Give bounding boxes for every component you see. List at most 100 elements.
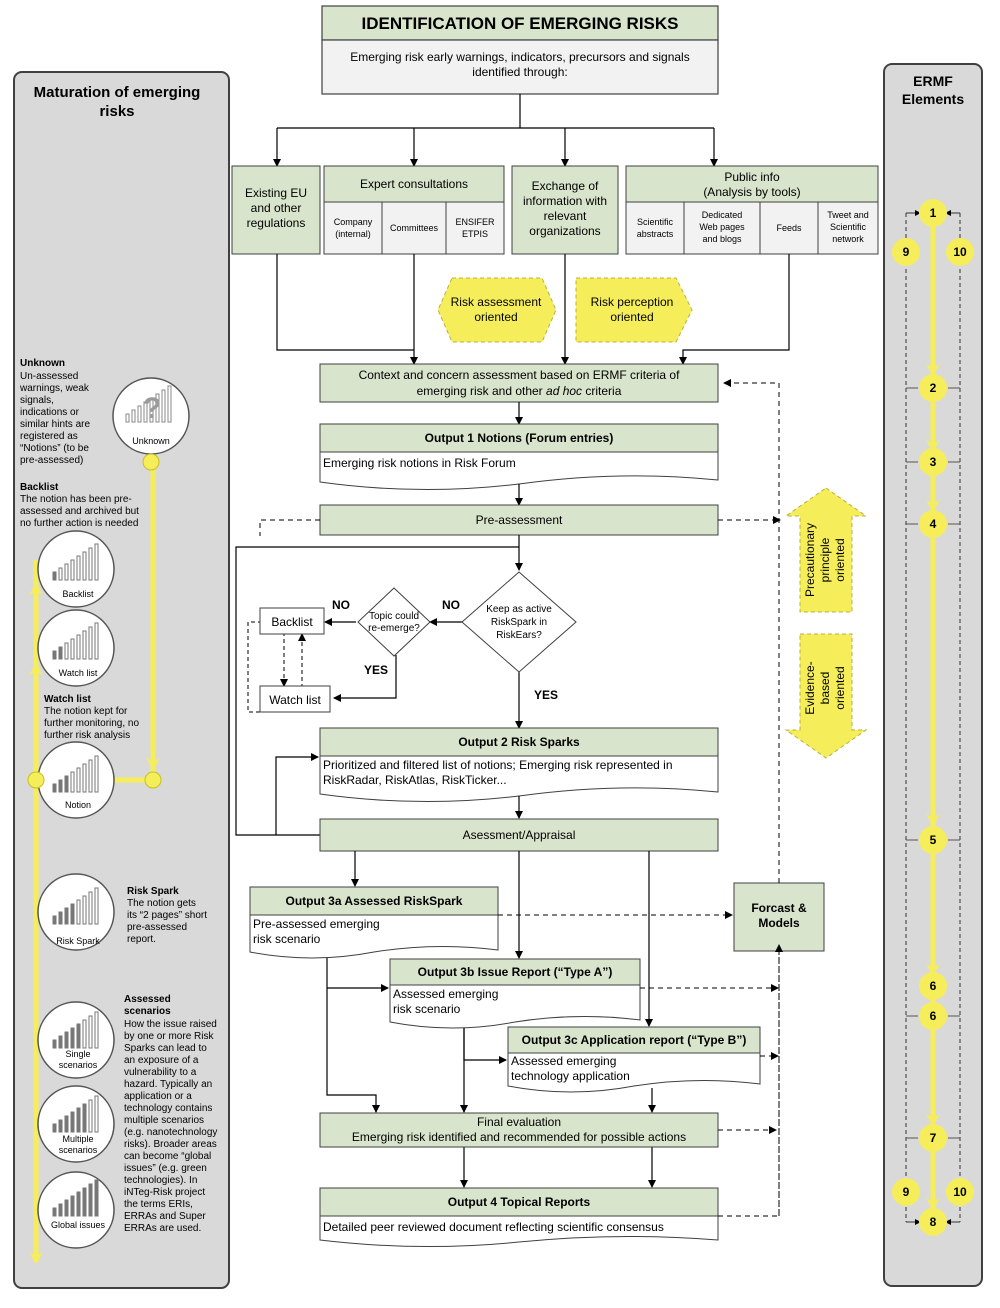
backlist-heading: Backlist	[20, 482, 59, 493]
svg-text:and other: and other	[251, 201, 302, 215]
ermf-node-5: 5	[930, 833, 937, 847]
svg-text:based: based	[818, 672, 832, 705]
assessed-text-0: How the issue raised	[124, 1019, 217, 1030]
left-panel: Maturation of emerging risks ? Unknown	[13, 71, 230, 1289]
assessed-text-1: by one or more Risk	[124, 1031, 214, 1042]
unknown-heading: Unknown	[20, 358, 65, 369]
svg-text:(Analysis by tools): (Analysis by tools)	[703, 185, 800, 199]
output-3b-box: Output 3b Issue Report (“Type A”) Assess…	[389, 958, 641, 1029]
ermf-node-9-bottom: 9	[903, 1185, 910, 1199]
output-2-box: Output 2 Risk Sparks Prioritized and fil…	[319, 727, 719, 803]
feedback-dashed-lines	[498, 379, 783, 1217]
svg-text:regulations: regulations	[247, 216, 306, 230]
ermf-node-6a: 6	[930, 979, 937, 993]
context-assessment-box: Context and concern assessment based on …	[319, 363, 719, 403]
multiple-scenarios-label-1: Multiple	[62, 1134, 93, 1144]
label-yes-1: YES	[364, 663, 388, 677]
svg-text:Expert consultations: Expert consultations	[360, 177, 468, 191]
svg-text:Tweet and: Tweet and	[827, 210, 869, 220]
svg-text:Output 4 Topical Reports: Output 4 Topical Reports	[448, 1195, 591, 1209]
svg-text:Scientific: Scientific	[830, 222, 867, 232]
notion-circle: Notion	[27, 741, 162, 819]
global-issues-label: Global issues	[51, 1220, 106, 1230]
final-evaluation-box: Final evaluation Emerging risk identifie…	[319, 1112, 719, 1148]
svg-text:Detailed peer reviewed documen: Detailed peer reviewed document reflecti…	[323, 1220, 664, 1234]
svg-text:risk scenario: risk scenario	[393, 1002, 461, 1016]
notion-circle-label: Notion	[65, 800, 91, 810]
unknown-circle-label: Unknown	[132, 436, 170, 446]
unknown-text-4: similar hints are	[20, 419, 90, 430]
assessed-text-11: can become “global	[124, 1151, 211, 1162]
label-no-2: NO	[332, 598, 350, 612]
svg-text:ENSIFER: ENSIFER	[455, 217, 495, 227]
svg-text:RiskSpark in: RiskSpark in	[491, 617, 547, 628]
assessed-text-5: hazard. Typically an	[124, 1079, 212, 1090]
svg-text:technology application: technology application	[511, 1069, 630, 1083]
watchlist-circle: Watch list	[37, 609, 115, 687]
single-scenarios-label-1: Single	[65, 1049, 90, 1059]
unknown-text-2: signals,	[20, 395, 54, 406]
label-yes-2: YES	[534, 688, 558, 702]
svg-text:Assessed emerging: Assessed emerging	[393, 987, 498, 1001]
svg-text:Scientific: Scientific	[637, 217, 674, 227]
backlist-box: Backlist	[259, 607, 325, 635]
risk-spark-text-2: pre-assessed	[127, 922, 187, 933]
ermf-node-10-bottom: 10	[953, 1185, 967, 1199]
svg-text:Risk assessment: Risk assessment	[451, 295, 542, 309]
assessed-heading-2: scenarios	[124, 1006, 171, 1017]
svg-text:Watch list: Watch list	[269, 693, 321, 707]
svg-text:Context and concern assessment: Context and concern assessment based on …	[359, 368, 680, 382]
keep-active-decision: Keep as active RiskSpark in RiskEars?	[461, 571, 577, 673]
risk-spark-circle-label: Risk Spark	[56, 936, 100, 946]
watchlist-text-1: further monitoring, no	[44, 718, 139, 729]
unknown-text-0: Un-assessed	[20, 371, 78, 382]
svg-text:Asessment/Appraisal: Asessment/Appraisal	[463, 828, 576, 842]
single-scenarios-label-2: scenarios	[59, 1060, 98, 1070]
svg-text:Topic could: Topic could	[369, 611, 419, 622]
svg-text:Pre-assessed emerging: Pre-assessed emerging	[253, 917, 380, 931]
unknown-circle: ? Unknown	[112, 377, 190, 471]
backlist-circle-label: Backlist	[62, 589, 94, 599]
assessed-text-13: technologies). In	[124, 1175, 197, 1186]
svg-text:risk scenario: risk scenario	[253, 932, 321, 946]
multiple-scenarios-circle: Multiple scenarios	[37, 1085, 115, 1163]
svg-text:Prioritized and filtered list: Prioritized and filtered list of notions…	[323, 758, 673, 772]
svg-text:oriented: oriented	[833, 666, 847, 709]
svg-text:information with: information with	[523, 194, 607, 208]
watchlist-text-0: The notion kept for	[44, 706, 128, 717]
source-expert: Expert consultations Company (internal) …	[323, 165, 505, 255]
ermf-node-3: 3	[930, 455, 937, 469]
assessed-text-9: (e.g. nanotechnology	[124, 1127, 217, 1138]
assessed-text-4: vulnerability to a	[124, 1067, 197, 1078]
svg-text:Output 1 Notions (Forum entrie: Output 1 Notions (Forum entries)	[425, 431, 614, 445]
assessed-text-10: risks). Broader areas	[124, 1139, 217, 1150]
watchlist-heading: Watch list	[44, 694, 92, 705]
tag-precautionary: Precautionary principle oriented	[784, 487, 868, 613]
assessed-text-3: an exposure of a	[124, 1055, 199, 1066]
assessed-text-14: iNTeg-Risk project	[124, 1187, 205, 1198]
preassessment-box: Pre-assessment	[319, 504, 719, 536]
tag-risk-assessment: Risk assessment oriented	[437, 277, 557, 343]
title-block: IDENTIFICATION OF EMERGING RISKS Emergin…	[321, 5, 719, 95]
right-tick-marks	[906, 387, 960, 1139]
risk-spark-circle: Risk Spark	[37, 873, 115, 951]
assessed-text-15: the terms ERIs,	[124, 1199, 193, 1210]
svg-text:relevant: relevant	[544, 209, 587, 223]
assessed-text-7: technology contains	[124, 1103, 212, 1114]
unknown-text-6: “Notions” (to be	[20, 443, 89, 454]
risk-spark-text-3: report.	[127, 934, 156, 945]
svg-text:Committees: Committees	[390, 223, 439, 233]
svg-text:Evidence-: Evidence-	[803, 661, 817, 714]
left-panel-descriptions: Unknown Un-assessed warnings, weak signa…	[19, 358, 217, 1234]
svg-text:re-emerge?: re-emerge?	[368, 623, 420, 634]
svg-text:ETPIS: ETPIS	[462, 229, 488, 239]
svg-text:Assessed emerging: Assessed emerging	[511, 1054, 616, 1068]
source-to-context-connectors	[276, 254, 790, 365]
unknown-text-1: warnings, weak	[19, 383, 90, 394]
ermf-node-8: 8	[930, 1215, 937, 1229]
ermf-node-10-top: 10	[953, 245, 967, 259]
subtitle-line-2: identified through:	[472, 65, 567, 79]
svg-text:Output 2 Risk Sparks: Output 2 Risk Sparks	[458, 735, 580, 749]
tag-risk-perception: Risk perception oriented	[575, 277, 693, 343]
subtitle-line-1: Emerging risk early warnings, indicators…	[350, 50, 689, 64]
